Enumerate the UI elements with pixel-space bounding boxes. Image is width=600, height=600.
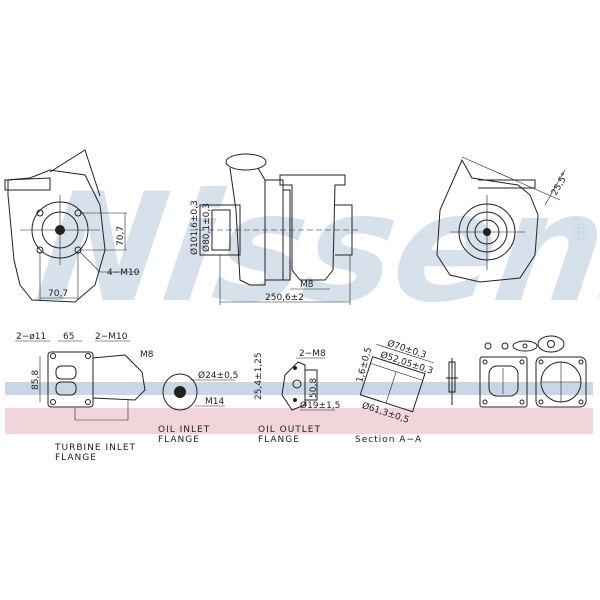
oil-outlet-caption-1: OIL OUTLET (258, 425, 321, 435)
front-bolts-label: 4−M10 (107, 268, 140, 278)
turbine-holes: 2−ø11 (16, 332, 46, 342)
oil-outlet-caption-2: FLANGE (258, 435, 300, 445)
oil-inlet-caption-1: OIL INLET (158, 425, 210, 435)
registered-mark: ® (570, 221, 592, 246)
watermark-band-pink (5, 408, 593, 434)
section-caption: Section A−A (355, 435, 422, 445)
turbine-caption-2: FLANGE (55, 453, 97, 463)
oil-inlet-dia: Ø24±0,5 (198, 370, 238, 381)
oil-inlet-thread: M14 (205, 397, 224, 407)
oil-outlet-offset: 25,4±1,25 (254, 352, 264, 400)
watermark-band-blue (5, 382, 593, 395)
side-dia-inner: Ø80,1±0,3 (201, 203, 212, 252)
turbine-height: 85,8 (31, 370, 41, 390)
front-dim-horizontal: 70,7 (48, 289, 68, 299)
turbine-spacing: 65 (63, 332, 74, 342)
turbine-gasket (479, 356, 528, 408)
outlet-gasket (535, 356, 587, 408)
small-gaskets (484, 335, 565, 353)
side-length: 250,6±2 (265, 293, 304, 303)
side-view: Ø101,6±0,3 Ø80,1±0,3 250,6±2 M8 (189, 153, 360, 305)
turbine-inlet-flange: 85,8 2−ø11 65 2−M10 M8 TURBINE INLET FLA… (15, 332, 154, 463)
turbine-caption-1: TURBINE INLET (54, 443, 136, 453)
stud-bolt (446, 358, 458, 405)
front-view: 70,7 70,7 4−M10 (4, 149, 140, 303)
side-dia-outer: Ø101,6±0,3 (189, 200, 200, 255)
oil-outlet-bolts: 2−M8 (299, 349, 326, 359)
oil-outlet-height: 50,8 (309, 378, 319, 398)
turbine-thread: M8 (140, 350, 154, 360)
oil-outlet-dia: Ø19±1,5 (300, 400, 340, 411)
side-thread: M8 (300, 280, 314, 290)
watermark-logo: Nissens (28, 161, 600, 336)
oil-outlet-flange: 2−M8 25,4±1,25 50,8 Ø19±1,5 OIL OUTLET F… (254, 349, 340, 445)
oil-inlet-caption-2: FLANGE (158, 435, 200, 445)
section-depth: 1,6±0,5 (355, 346, 374, 384)
oil-inlet-flange: Ø24±0,5 M14 OIL INLET FLANGE (158, 370, 238, 445)
front-dim-vertical: 70,7 (116, 226, 126, 246)
turbine-bolts: 2−M10 (95, 332, 128, 342)
